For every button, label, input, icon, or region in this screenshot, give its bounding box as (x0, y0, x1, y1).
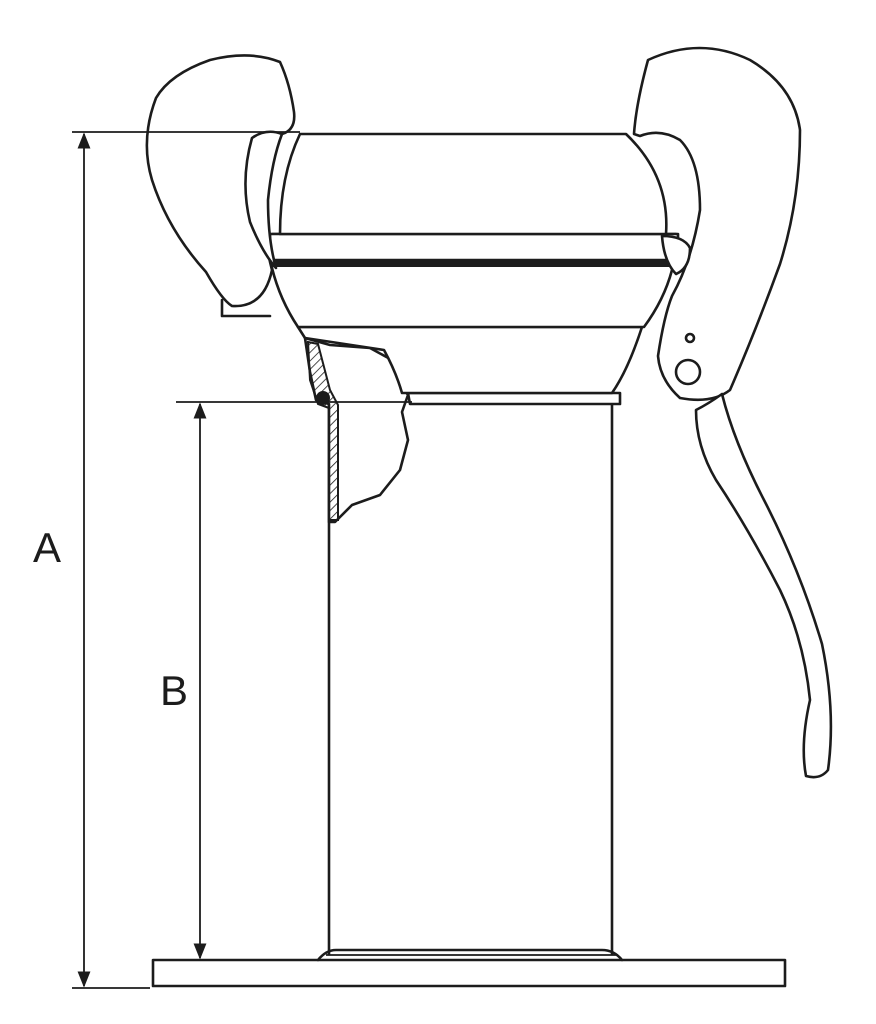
dimension-b: B (160, 401, 412, 960)
base-plate (151, 958, 787, 988)
small-hole (684, 332, 696, 344)
coupling-body (268, 132, 680, 395)
pivot-hole (674, 358, 702, 386)
hatched-wall (306, 340, 339, 521)
dimension-a-label: A (33, 524, 61, 571)
dimension-b-label: B (160, 667, 188, 714)
right-cam-arm (632, 46, 833, 779)
dimension-a: A (33, 131, 300, 989)
left-cam-arm (145, 54, 296, 318)
collar (406, 391, 622, 406)
